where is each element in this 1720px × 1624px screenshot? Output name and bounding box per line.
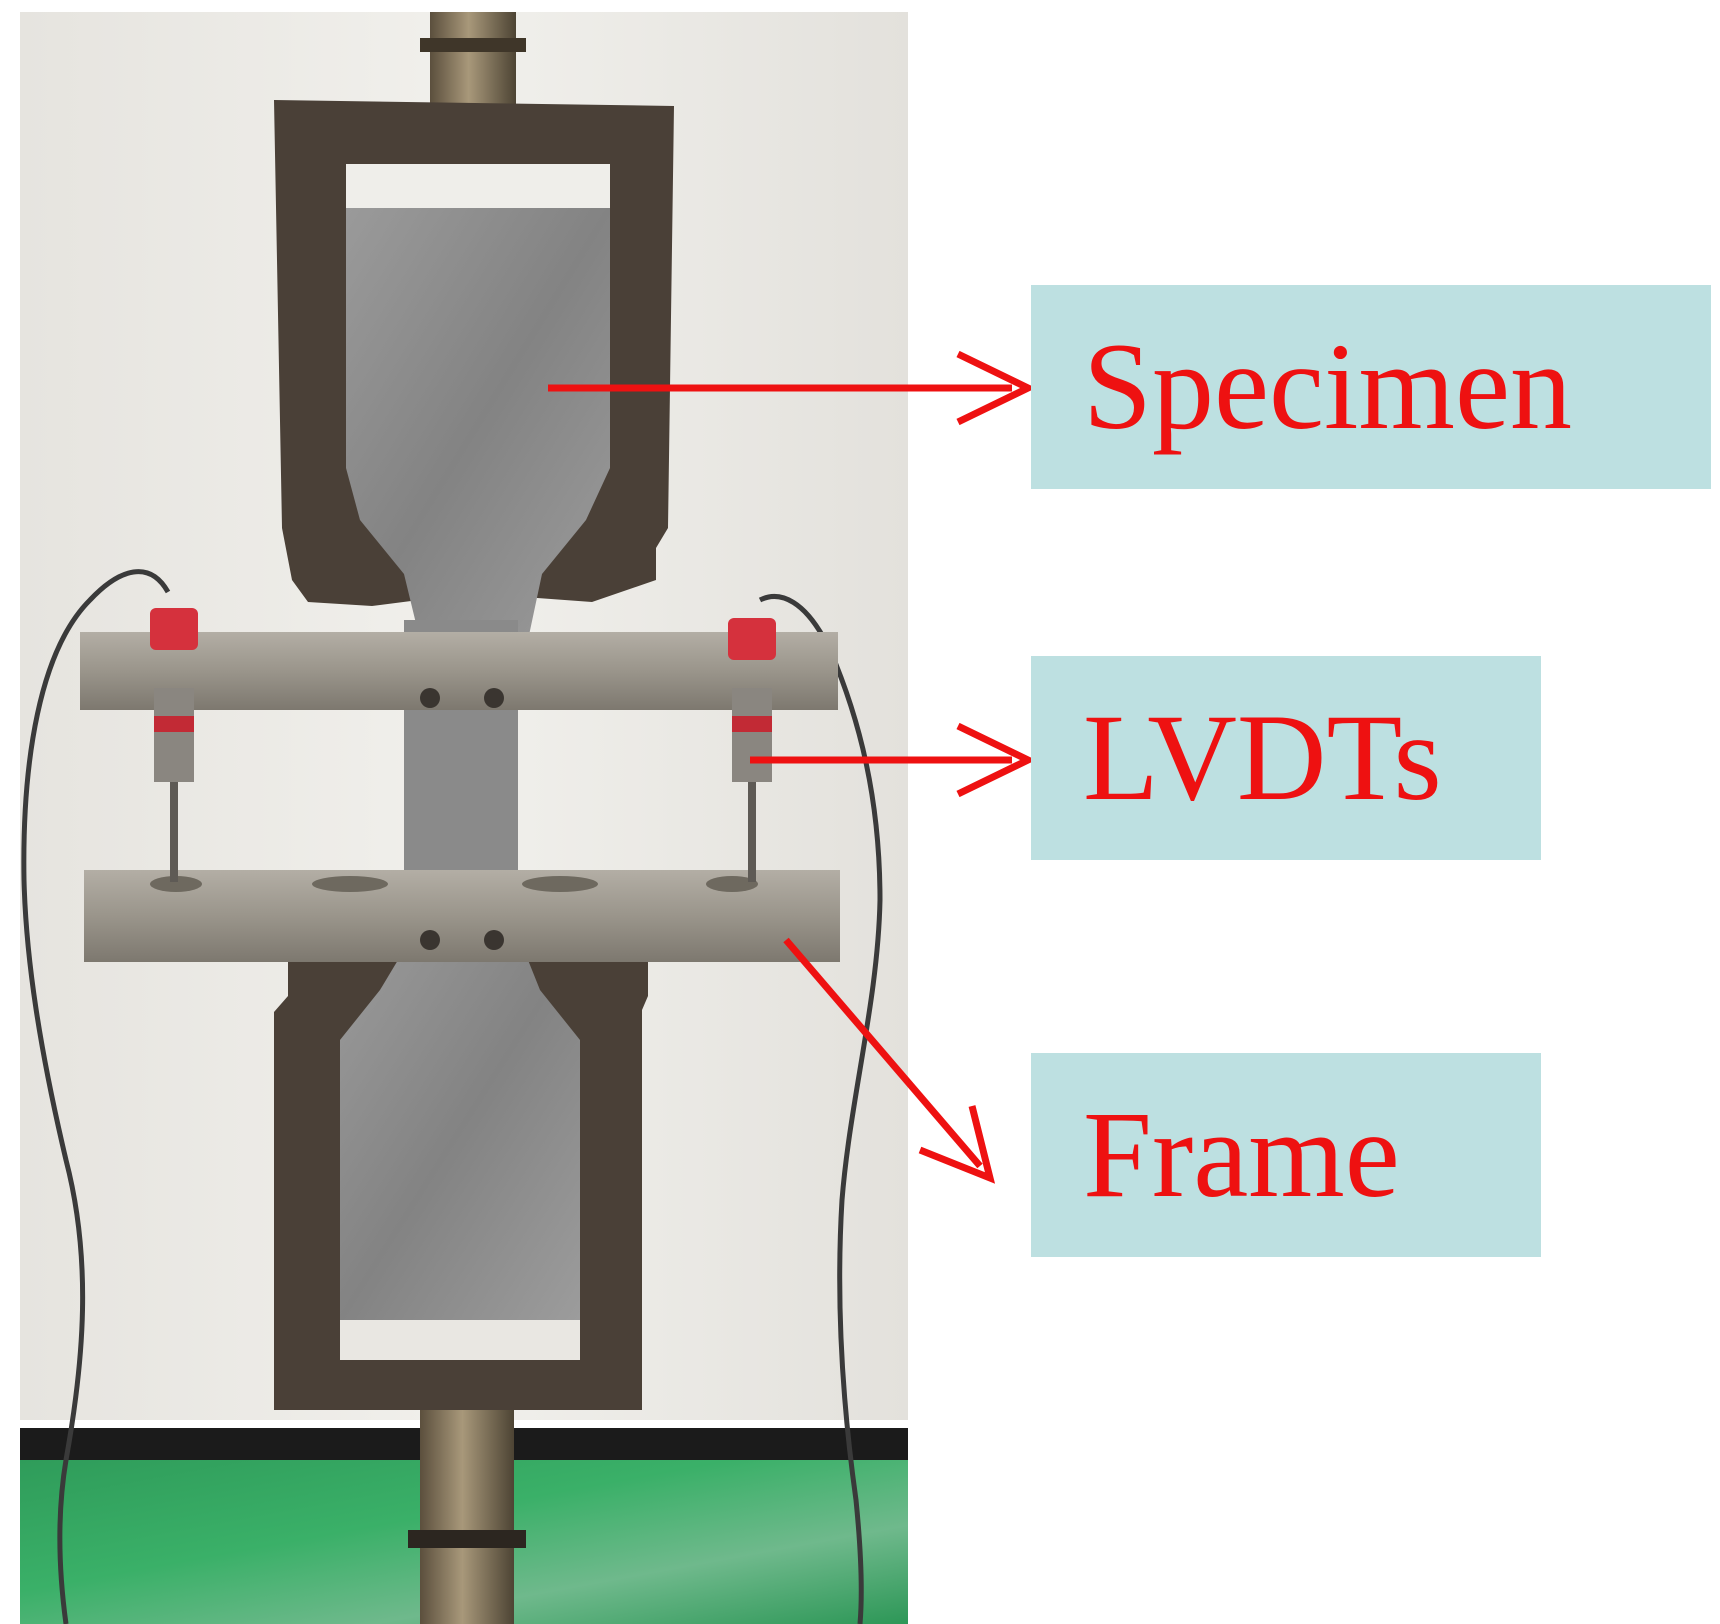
right-lvdt [728, 618, 776, 882]
arrow-head-icon [918, 1105, 996, 1184]
label-specimen: Specimen [1031, 285, 1711, 489]
bottom-rod [420, 1408, 514, 1624]
left-cable [21, 569, 171, 1624]
label-lvdts-text: LVDTs [1083, 689, 1442, 826]
label-specimen-text: Specimen [1083, 318, 1572, 455]
left-lvdt [150, 608, 198, 882]
upper-bar [80, 632, 838, 710]
arrow-frame [783, 937, 996, 1184]
upper-specimen [346, 208, 610, 640]
arrow-head-icon [956, 350, 1037, 426]
top-rod [430, 12, 516, 104]
arrow-head-icon [956, 722, 1037, 798]
label-lvdts: LVDTs [1031, 656, 1541, 860]
lower-specimen [340, 940, 580, 1320]
arrow-lvdts [750, 722, 1037, 798]
label-frame: Frame [1031, 1053, 1541, 1257]
label-frame-text: Frame [1083, 1086, 1400, 1223]
arrow-specimen [548, 350, 1037, 426]
